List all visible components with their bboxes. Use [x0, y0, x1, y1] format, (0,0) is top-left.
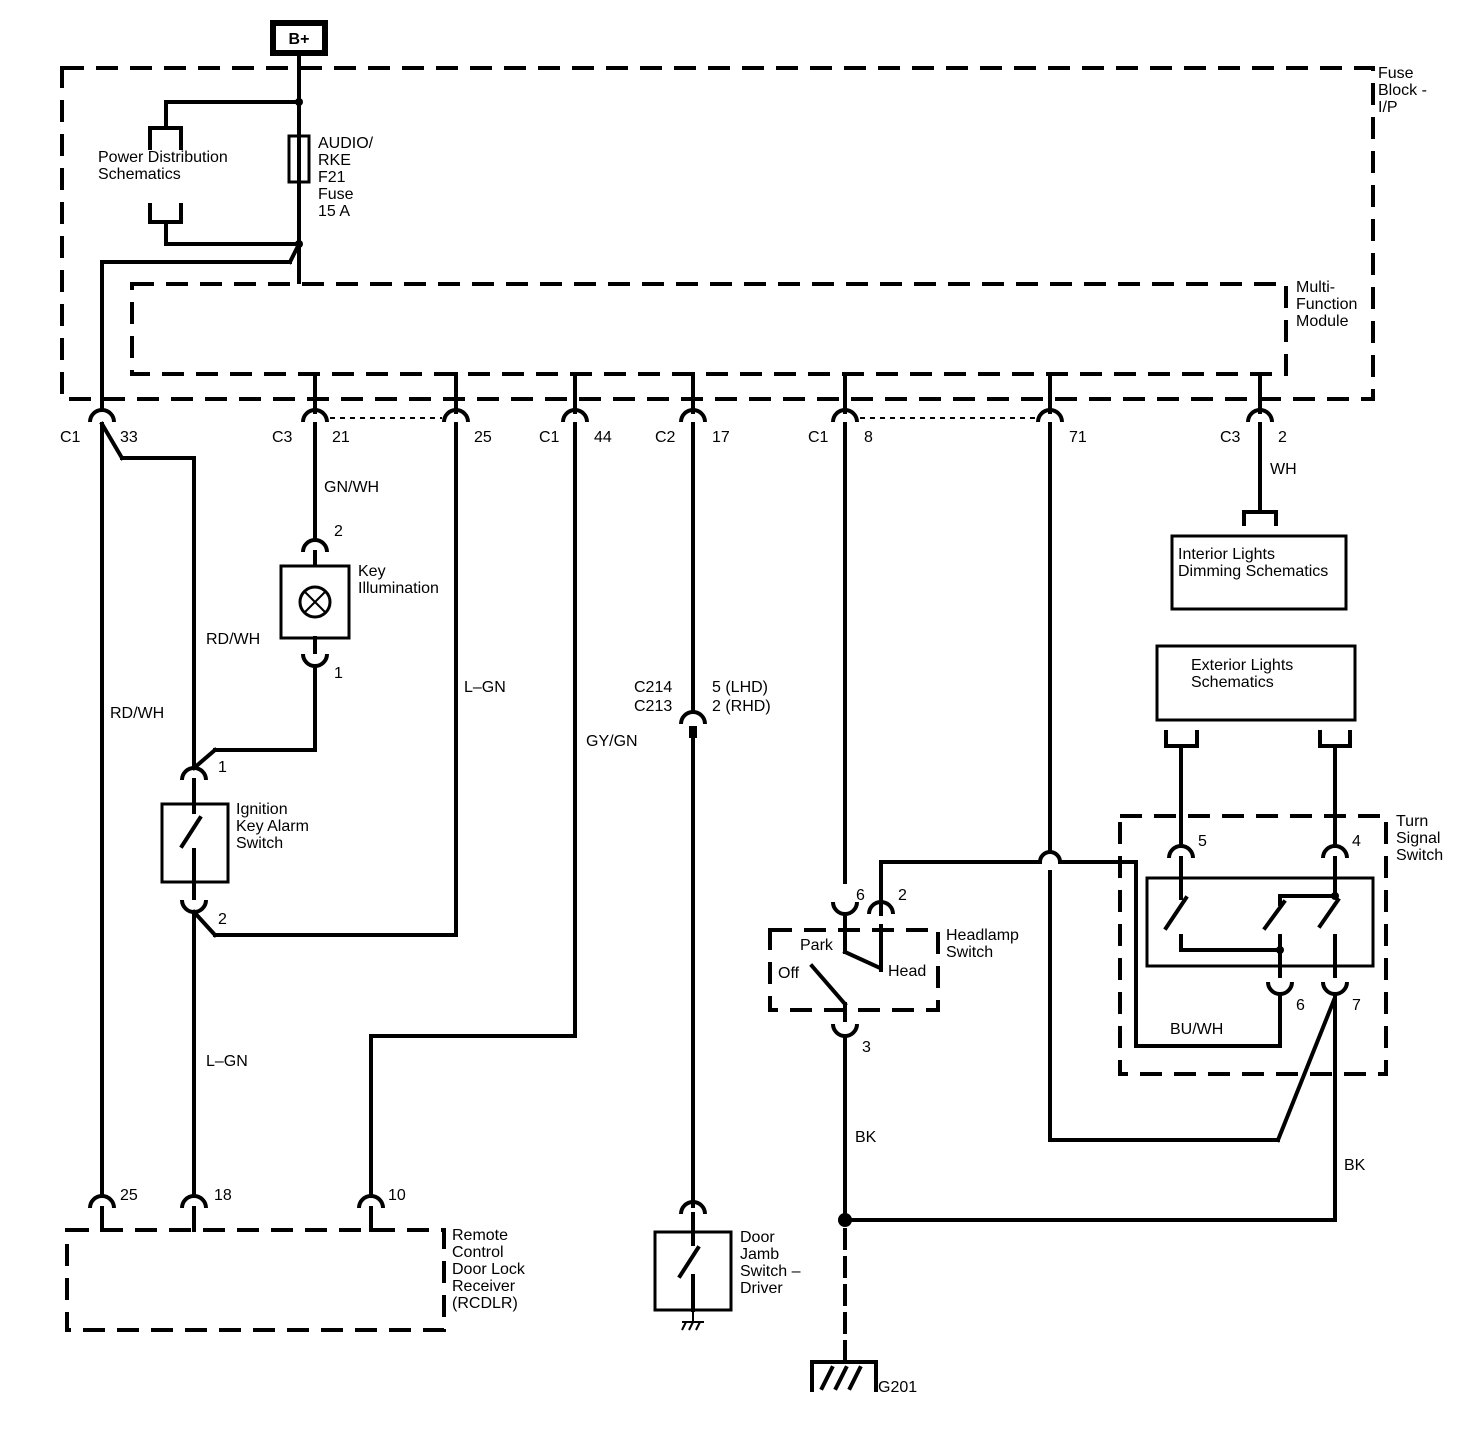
- conn-c1-33-pin: 33: [120, 429, 138, 446]
- headlamp-switch-label: Headlamp Switch: [946, 927, 1023, 961]
- conn-25-pin: 25: [474, 429, 492, 446]
- power-distribution-label: Power Distribution Schematics: [98, 149, 232, 183]
- ignition-pin-bottom: 2: [218, 911, 227, 928]
- rcdlr-label: Remote Control Door Lock Receiver (RCDLR…: [452, 1227, 529, 1312]
- wire-bk-label-1: BK: [855, 1129, 877, 1146]
- multi-function-module-label: Multi- Function Module: [1296, 279, 1362, 330]
- conn-c1-44-pin: 44: [594, 429, 612, 446]
- conn-c1-33-name: C1: [60, 429, 81, 446]
- headlamp-pin-2: 2: [898, 887, 907, 904]
- conn-c3-21-pin: 21: [332, 429, 350, 446]
- rcdlr-pin-18: 18: [214, 1187, 232, 1204]
- interior-lights-label: Interior Lights Dimming Schematics: [1178, 546, 1328, 580]
- turn-signal-switch-outline: [1118, 814, 1388, 1076]
- conn-c2-17-pin: 17: [712, 429, 730, 446]
- rcdlr-pin-10: 10: [388, 1187, 406, 1204]
- fuse-block-label: Fuse Block - I/P: [1378, 65, 1431, 116]
- wire-gy-gn-label: GY/GN: [586, 733, 638, 750]
- rcdlr-outline: [65, 1228, 446, 1332]
- inline-connector-names: C214 C213: [634, 679, 677, 715]
- ignition-key-alarm-switch-box: [160, 802, 230, 884]
- exterior-lights-label: Exterior Lights Schematics: [1191, 657, 1298, 691]
- wire-bu-wh-label: BU/WH: [1170, 1021, 1223, 1038]
- turn-pin-5: 5: [1198, 833, 1207, 850]
- conn-c1-8-name: C1: [808, 429, 829, 446]
- headlamp-pin-6: 6: [856, 887, 865, 904]
- wire-l-gn-label-1: L–GN: [464, 679, 506, 696]
- headlamp-pin-3: 3: [862, 1039, 871, 1056]
- fuse-block-outline: [60, 66, 1375, 401]
- chassis-ground-icon: [681, 1310, 704, 1331]
- exterior-lights-box: [1155, 644, 1357, 722]
- turn-pin-7: 7: [1352, 997, 1361, 1014]
- wire-l-gn-label-2: L–GN: [206, 1053, 248, 1070]
- turn-signal-switch-label: Turn Signal Switch: [1396, 813, 1445, 864]
- conn-c3-2-name: C3: [1220, 429, 1241, 446]
- headlamp-switch-contacts: [809, 912, 883, 1022]
- turn-pin-4: 4: [1352, 833, 1361, 850]
- multi-function-module-outline: [130, 282, 1288, 376]
- wire-wh-label: WH: [1270, 461, 1297, 478]
- interior-lights-box: [1170, 534, 1348, 611]
- turn-pin-6: 6: [1296, 997, 1305, 1014]
- key-illum-pin-bottom: 1: [334, 665, 343, 682]
- door-jamb-switch-label: Door Jamb Switch – Driver: [740, 1229, 805, 1297]
- lamp-icon: [298, 585, 332, 619]
- conn-c1-8-pin: 8: [864, 429, 873, 446]
- inline-connector-pins: 5 (LHD) 2 (RHD): [712, 679, 772, 715]
- wire-bk-label-2: BK: [1344, 1157, 1366, 1174]
- key-illumination-label: Key Illumination: [358, 563, 439, 597]
- ignition-pin-top: 1: [218, 759, 227, 776]
- headlamp-pos-park: Park: [800, 937, 834, 954]
- key-illum-pin-top: 2: [334, 523, 343, 540]
- conn-c1-44-name: C1: [539, 429, 560, 446]
- ground-g201-icon: [810, 1360, 878, 1392]
- fuse-label: AUDIO/ RKE F21 Fuse 15 A: [318, 135, 378, 220]
- headlamp-pos-head: Head: [888, 963, 926, 980]
- headlamp-switch-outline: [768, 928, 940, 1012]
- wire-rd-wh-label-2: RD/WH: [110, 705, 164, 722]
- battery-terminal: B+: [270, 20, 328, 56]
- wire-rd-wh-label-1: RD/WH: [206, 631, 260, 648]
- conn-c3-2-pin: 2: [1278, 429, 1287, 446]
- turn-signal-contacts: [1163, 856, 1341, 978]
- turn-signal-inner-box: [1145, 876, 1375, 968]
- connector-row: [88, 408, 1274, 423]
- switch-contact-icon: [179, 802, 203, 884]
- conn-c2-17-name: C2: [655, 429, 676, 446]
- conn-c3-21-name: C3: [272, 429, 293, 446]
- conn-71-pin: 71: [1069, 429, 1087, 446]
- ignition-switch-label: Ignition Key Alarm Switch: [236, 801, 313, 852]
- rcdlr-pin-25: 25: [120, 1187, 138, 1204]
- headlamp-pos-off: Off: [778, 965, 800, 982]
- ground-label: G201: [878, 1379, 917, 1396]
- wire-gn-wh-label: GN/WH: [324, 479, 379, 496]
- door-jamb-switch-contact-icon: [677, 1230, 701, 1312]
- battery-label: B+: [289, 31, 310, 48]
